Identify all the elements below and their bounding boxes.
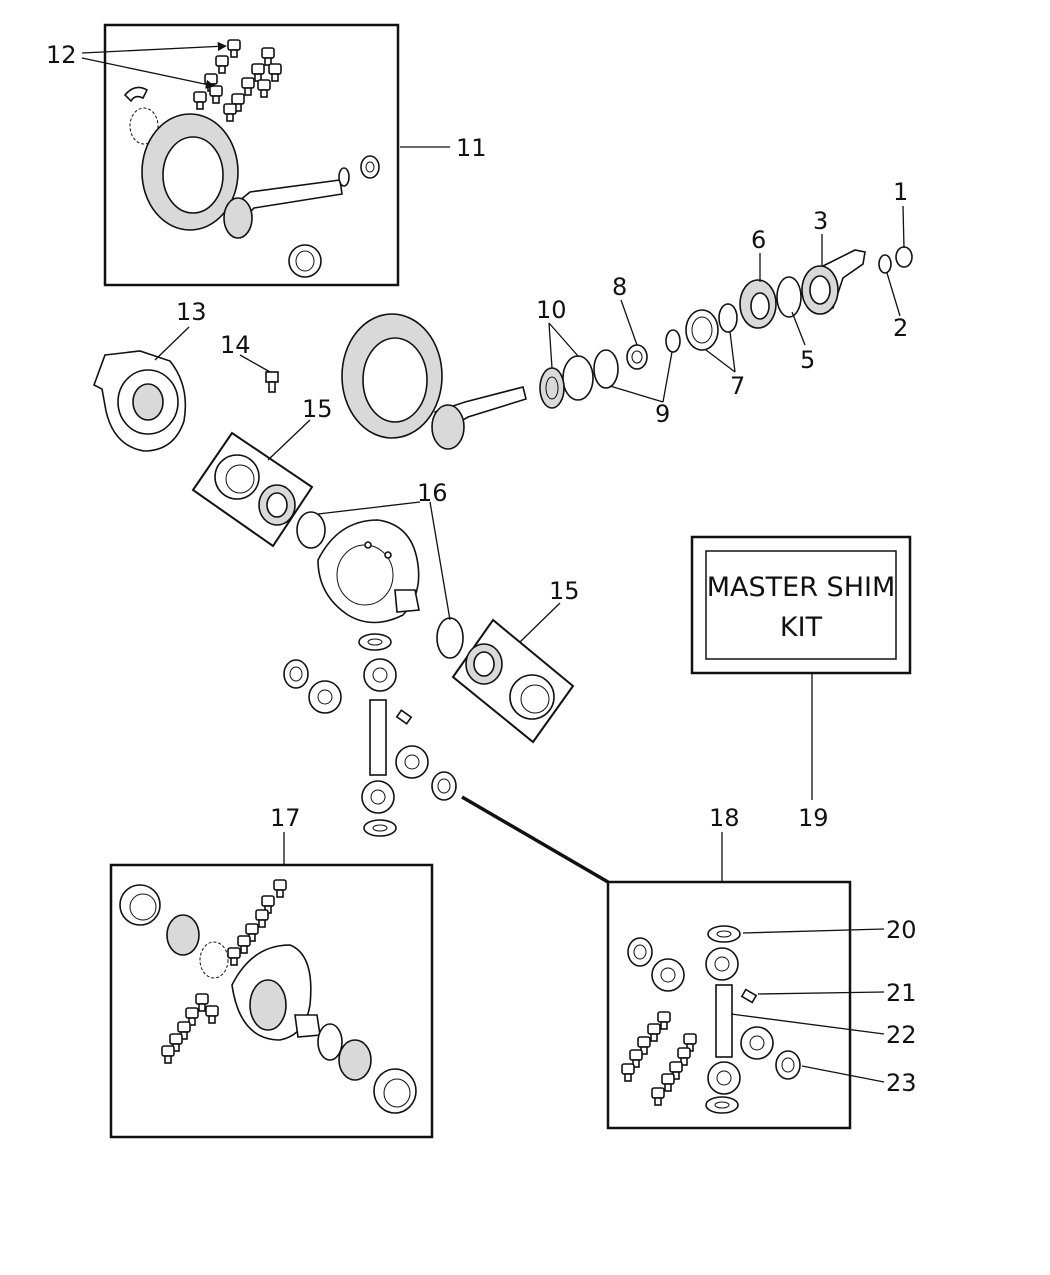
- pinion-assembly: [341, 246, 913, 450]
- bearing-cone-7: [685, 303, 738, 351]
- ring-gear-large: [341, 313, 443, 439]
- diff-internals: [283, 633, 457, 837]
- callout-3: 3: [813, 207, 828, 235]
- seal-8: [626, 344, 648, 370]
- pinion-gear: [223, 179, 343, 239]
- callout-15-lower: 15: [549, 577, 580, 605]
- callout-6: 6: [751, 226, 766, 254]
- shim-9b: [593, 349, 619, 389]
- callout-5: 5: [800, 346, 815, 374]
- shim-16-right: [436, 617, 464, 659]
- ring-gear-bolts: [193, 39, 282, 122]
- carrier-housing-13: [93, 350, 187, 452]
- ring-gear: [141, 113, 239, 231]
- slinger-5: [776, 276, 802, 318]
- bearing-10: [539, 355, 594, 409]
- callout-14: 14: [220, 331, 251, 359]
- master-shim-kit-box: MASTER SHIM KIT: [690, 535, 912, 675]
- callout-2: 2: [893, 314, 908, 342]
- callout-numbers: 12 11 1 3 6 8 10 2 5 7 9 13 14 15 16 15 …: [46, 41, 917, 1097]
- bearing-kit-15-upper: [191, 431, 314, 548]
- callout-12: 12: [46, 41, 77, 69]
- callout-8: 8: [612, 273, 627, 301]
- pinion-gear-large: [431, 386, 527, 450]
- washer: [338, 167, 350, 187]
- callout-15-upper: 15: [302, 395, 333, 423]
- callout-18: 18: [709, 804, 740, 832]
- callout-20: 20: [886, 916, 917, 944]
- callout-9: 9: [655, 400, 670, 428]
- differential-case-kit-box: [109, 863, 434, 1139]
- kit-connector-line: [461, 795, 609, 884]
- ring-pinion-kit-box: [103, 23, 400, 287]
- pinion-shim: [288, 244, 322, 278]
- callout-23: 23: [886, 1069, 917, 1097]
- differential-gear-kit-box: [606, 880, 852, 1130]
- pinion-nut: [360, 155, 380, 179]
- breather-14: [265, 371, 279, 393]
- washer-2: [878, 254, 892, 274]
- shim-kit-line1: MASTER SHIM: [707, 572, 896, 603]
- clip: [123, 86, 149, 103]
- callout-10: 10: [536, 296, 567, 324]
- callout-17: 17: [270, 804, 301, 832]
- bearing-kit-15-lower: [451, 618, 575, 744]
- callout-11: 11: [456, 134, 487, 162]
- yoke-3: [801, 249, 866, 315]
- shim: [129, 107, 159, 145]
- differential-case: [317, 519, 420, 624]
- seal-6: [739, 279, 777, 329]
- callout-13: 13: [176, 298, 207, 326]
- shim-16-left: [296, 511, 326, 549]
- pinion-nut-1: [895, 246, 913, 268]
- spacer-9a: [665, 329, 681, 353]
- callout-1: 1: [893, 178, 908, 206]
- shim-kit-line2: KIT: [780, 612, 823, 643]
- callout-16: 16: [417, 479, 448, 507]
- callout-19: 19: [798, 804, 829, 832]
- callout-7: 7: [730, 372, 745, 400]
- leader-lines: [81, 41, 905, 1083]
- callout-21: 21: [886, 979, 917, 1007]
- callout-22: 22: [886, 1021, 917, 1049]
